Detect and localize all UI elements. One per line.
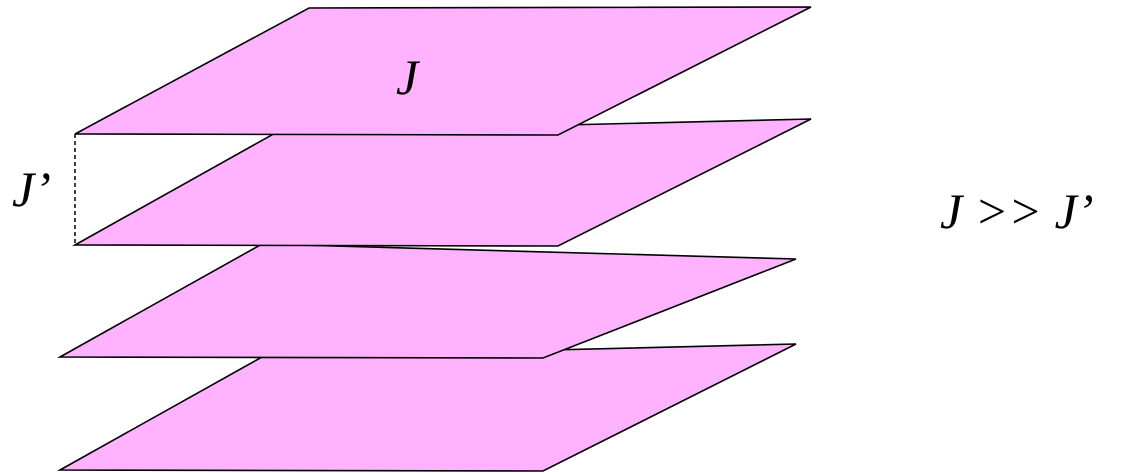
in-plane-coupling-label: J [396, 49, 421, 105]
interlayer-coupling-label: J’ [12, 161, 51, 217]
layer-plane-1 [74, 6, 812, 136]
layer-plane-3 [56, 243, 797, 359]
layer-plane-4 [56, 343, 797, 472]
coupling-relation-text: J >> J’ [940, 183, 1094, 239]
layer-plane-2 [71, 118, 812, 247]
